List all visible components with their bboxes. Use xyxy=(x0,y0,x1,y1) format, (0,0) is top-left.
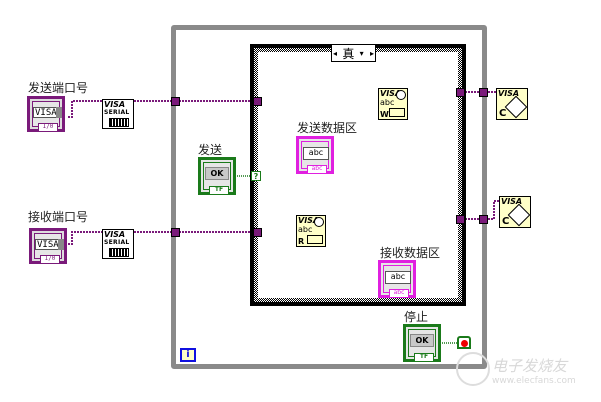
bool-tag: TF xyxy=(414,353,434,362)
loop-tunnel-recv-out xyxy=(479,215,488,224)
case-structure xyxy=(250,44,466,306)
io-icon xyxy=(389,108,405,117)
case-tunnel-send-in xyxy=(253,97,262,106)
recv-port-field: VISA xyxy=(35,239,59,250)
visa-serial-config-recv[interactable]: VISA SERIAL xyxy=(102,229,134,259)
read-mode: R xyxy=(298,237,305,246)
close-document-icon xyxy=(504,95,528,119)
node-subtitle: SERIAL xyxy=(104,109,130,116)
chevron-down-icon[interactable]: ▾ xyxy=(359,48,364,58)
loop-tunnel-send-out xyxy=(479,88,488,97)
clock-icon xyxy=(396,90,406,100)
watermark-name: 电子发烧友 xyxy=(492,357,568,375)
close-mode: C xyxy=(502,216,510,227)
node-body: abc xyxy=(380,98,395,107)
dropdown-icon xyxy=(56,107,62,118)
node-title: VISA xyxy=(380,89,402,98)
stop-button-label: 停止 xyxy=(404,310,429,324)
node-title: VISA xyxy=(104,100,126,109)
visa-wire-recv-1 xyxy=(68,231,102,245)
send-button-label: 发送 xyxy=(198,143,223,157)
ok-button[interactable]: OK xyxy=(205,167,229,180)
loop-tunnel-send-in xyxy=(171,97,180,106)
recv-data-field: abc xyxy=(385,271,411,284)
dropdown-icon xyxy=(58,239,64,250)
string-tag: abc xyxy=(307,165,327,174)
io-icon xyxy=(307,235,323,244)
clock-icon xyxy=(314,217,324,227)
send-button-control[interactable]: OK TF xyxy=(198,157,236,195)
serial-port-icon xyxy=(109,118,129,127)
visa-serial-config-send[interactable]: VISA SERIAL xyxy=(102,99,134,129)
case-value: 真 xyxy=(342,46,355,61)
watermark-logo-icon xyxy=(456,352,490,386)
io-tag: I/0 xyxy=(38,123,58,132)
case-tunnel-recv-in xyxy=(253,228,262,237)
io-tag: I/0 xyxy=(40,255,60,264)
ok-button[interactable]: OK xyxy=(410,334,434,347)
case-selector-terminal: ? xyxy=(251,171,261,181)
stop-terminal xyxy=(457,336,471,349)
close-document-icon xyxy=(507,203,531,227)
node-title: VISA xyxy=(501,197,523,206)
node-title: VISA xyxy=(498,89,520,98)
recv-port-control[interactable]: VISA I/0 xyxy=(29,228,67,264)
send-data-control[interactable]: abc abc xyxy=(296,136,334,174)
send-data-label: 发送数据区 xyxy=(297,121,358,135)
send-port-control[interactable]: VISA I/0 xyxy=(27,96,65,132)
write-mode: W xyxy=(380,110,389,119)
bool-tag: TF xyxy=(209,186,229,195)
send-port-field: VISA xyxy=(33,107,57,118)
visa-wire-recv-7 xyxy=(488,200,499,220)
node-title: VISA xyxy=(298,216,320,225)
node-subtitle: SERIAL xyxy=(104,239,130,246)
recv-data-label: 接收数据区 xyxy=(380,246,441,260)
while-loop xyxy=(171,25,487,369)
increment-arrow-icon[interactable]: ▸ xyxy=(369,48,374,58)
visa-read-node[interactable]: VISA abc R xyxy=(296,215,326,247)
visa-close-send[interactable]: VISA C xyxy=(496,88,528,120)
recv-port-label: 接收端口号 xyxy=(28,210,89,224)
send-port-label: 发送端口号 xyxy=(28,81,89,95)
send-data-field: abc xyxy=(303,147,329,160)
close-mode: C xyxy=(499,108,507,119)
node-body: abc xyxy=(298,225,313,234)
decrement-arrow-icon[interactable]: ◂ xyxy=(333,48,338,58)
stop-icon xyxy=(461,340,468,347)
string-tag: abc xyxy=(389,289,409,298)
case-tunnel-send-out xyxy=(456,88,465,97)
visa-wire-send-1 xyxy=(68,100,102,118)
visa-write-node[interactable]: VISA abc W xyxy=(378,88,408,120)
stop-button-control[interactable]: OK TF xyxy=(403,324,441,362)
serial-port-icon xyxy=(109,248,129,257)
recv-data-indicator[interactable]: abc abc xyxy=(378,260,416,298)
visa-close-recv[interactable]: VISA C xyxy=(499,196,531,228)
case-tunnel-recv-out xyxy=(456,215,465,224)
loop-tunnel-recv-in xyxy=(171,228,180,237)
node-title: VISA xyxy=(104,230,126,239)
watermark-url: www.elecfans.com xyxy=(492,376,576,386)
case-selector[interactable]: ◂ 真 ▾ ▸ xyxy=(331,44,376,62)
iteration-terminal: i xyxy=(180,348,196,362)
